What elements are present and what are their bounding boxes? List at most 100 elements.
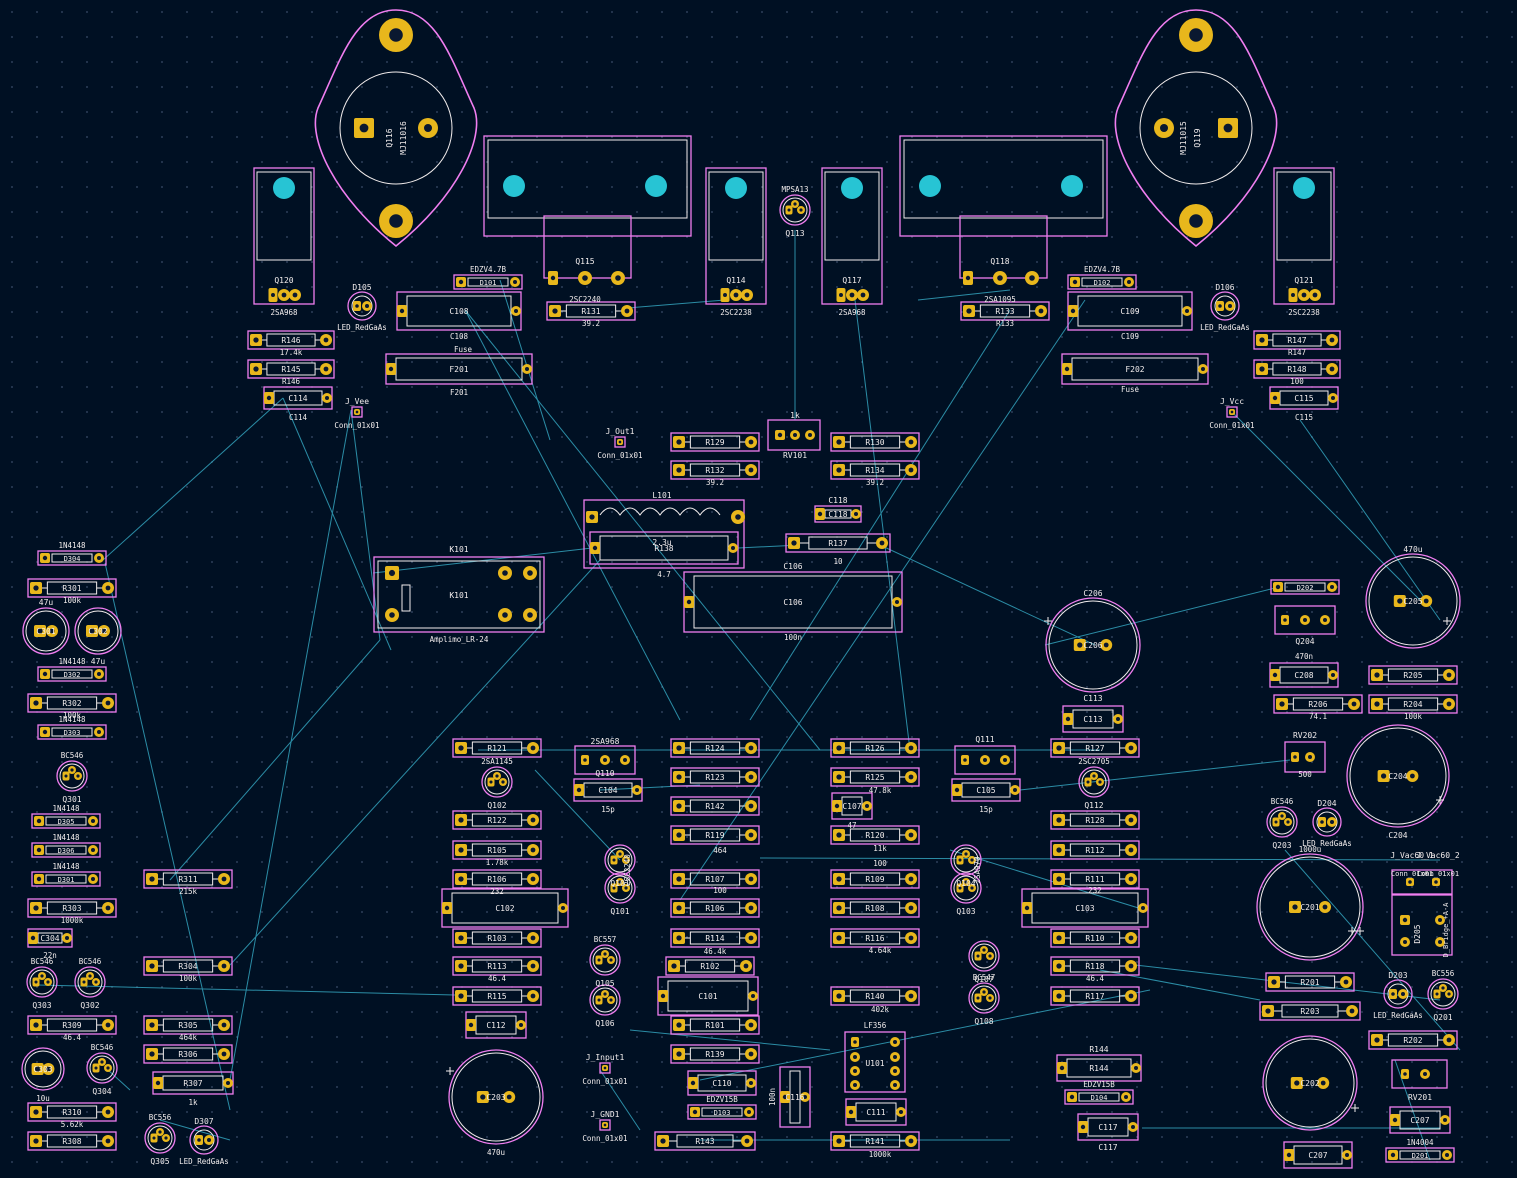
ref-label-r115: R115 [487,992,506,1001]
pad-drill [808,433,812,437]
ref-label-f201: F201 [449,365,468,374]
ref-label-q118: Q118 [990,257,1009,266]
pad-drill [149,1051,155,1057]
resistor-courtyard [670,825,760,845]
pad-drill [748,803,754,809]
pad-drill [76,774,80,778]
pad-drill [97,730,101,734]
ref-label-r301: R301 [62,584,81,593]
pad-drill [1064,366,1070,372]
relay-coil [401,584,411,612]
pad-drill [1274,820,1278,824]
pad-drill [1402,917,1408,923]
pad-drill [635,788,639,792]
pad-drill [552,308,558,314]
diode-body [45,845,87,855]
ref-label-d101: D101 [480,279,497,287]
pad-drill [1056,847,1062,853]
ref-label-rv202: RV202 [1293,731,1317,740]
ref-label-q102: Q102 [487,801,506,810]
resistor-courtyard [670,898,760,918]
pad-drill [89,628,95,634]
ref-label-c302: C302 [88,627,107,636]
ref-label-q106: Q106 [595,1019,614,1028]
ref-label-d106: D106 [1215,283,1234,292]
pad-drill [836,905,842,911]
resistor-courtyard [247,330,335,350]
ref-label-d304v: 1N4148 [58,657,86,666]
pad-drill [1408,880,1412,884]
ref-label-r121: R121 [487,744,506,753]
pad-drill [748,774,754,780]
ref-label-r138v: 4.7 [657,570,671,579]
ref-label-r101: R101 [705,1021,724,1030]
to92-body [953,875,979,901]
ref-label-c205: C205 [1403,597,1422,606]
resistor-courtyard [830,460,920,480]
ref-label-r118: R118 [1085,962,1104,971]
resistor-courtyard [830,1131,920,1151]
ref-label-conn: Conn_01x01 [1391,870,1433,878]
ratsnest-line [627,299,726,309]
ref-label-r113: R113 [487,962,506,971]
ref-label-r129: R129 [705,438,724,447]
diode-body [1399,1150,1441,1160]
to92-courtyard [74,966,106,998]
pad-drill [676,876,682,882]
ref-label-r132: R132 [705,466,724,475]
ref-label-d304v: 1N4148 [52,804,80,813]
resistor-courtyard [143,869,233,889]
pad-drill [799,208,803,212]
pad-drill [149,876,155,882]
elco-courtyard [22,607,70,655]
pad-drill [609,998,613,1002]
pad-drill [618,852,622,856]
pad-drill [155,1080,161,1086]
pad-drill [30,935,36,941]
ref-label-r106v: 232 [490,887,504,896]
ref-label-q102v: 2SA1145 [481,757,513,766]
diode-courtyard [1067,274,1137,290]
resistor-courtyard [670,928,760,948]
ratsnest-line [917,289,1011,301]
pad-drill [1056,745,1062,751]
pad-drill [105,700,111,706]
ratsnest-line [464,309,821,751]
pad-drill [589,514,595,520]
pad-drill [527,570,533,576]
ref-label-r109v: 100 [873,859,887,868]
pad-drill [908,935,914,941]
pad-drill [1038,308,1044,314]
pad-drill [954,787,960,793]
pad-drill [1447,992,1451,996]
ref-label-conn: Conn_01x01 [1209,421,1254,430]
ref-label-u101: U101 [865,1059,884,1068]
diode-courtyard [37,724,107,740]
ref-label-d203: D203 [1388,971,1407,980]
elco-courtyard [1365,553,1461,649]
polarity-plus [1351,1104,1359,1112]
ref-label-r125v: 47.8k [869,786,892,795]
to3-courtyard [314,9,478,248]
diode-body [45,816,87,826]
pad-drill [1013,788,1017,792]
to92-courtyard [779,194,811,226]
ref-label-q104: Q104 [956,879,975,888]
pad-drill [1303,618,1307,622]
pad-drill [359,123,369,133]
resistor-courtyard [27,1015,117,1035]
pad-drill [388,569,396,577]
ref-label-c104v: 15p [601,805,615,814]
ratsnest-line [879,544,1096,646]
resistor-courtyard [670,796,760,816]
to3-courtyard [1114,9,1278,248]
pad-drill [389,214,403,228]
ref-label-c102: C102 [495,904,514,913]
to92-body [953,847,979,873]
pad-drill [803,1095,807,1099]
pad-drill [33,1138,39,1144]
pad-drill [839,293,843,297]
ref-label-r137: R137 [828,539,847,548]
ratsnest-line [534,769,621,861]
